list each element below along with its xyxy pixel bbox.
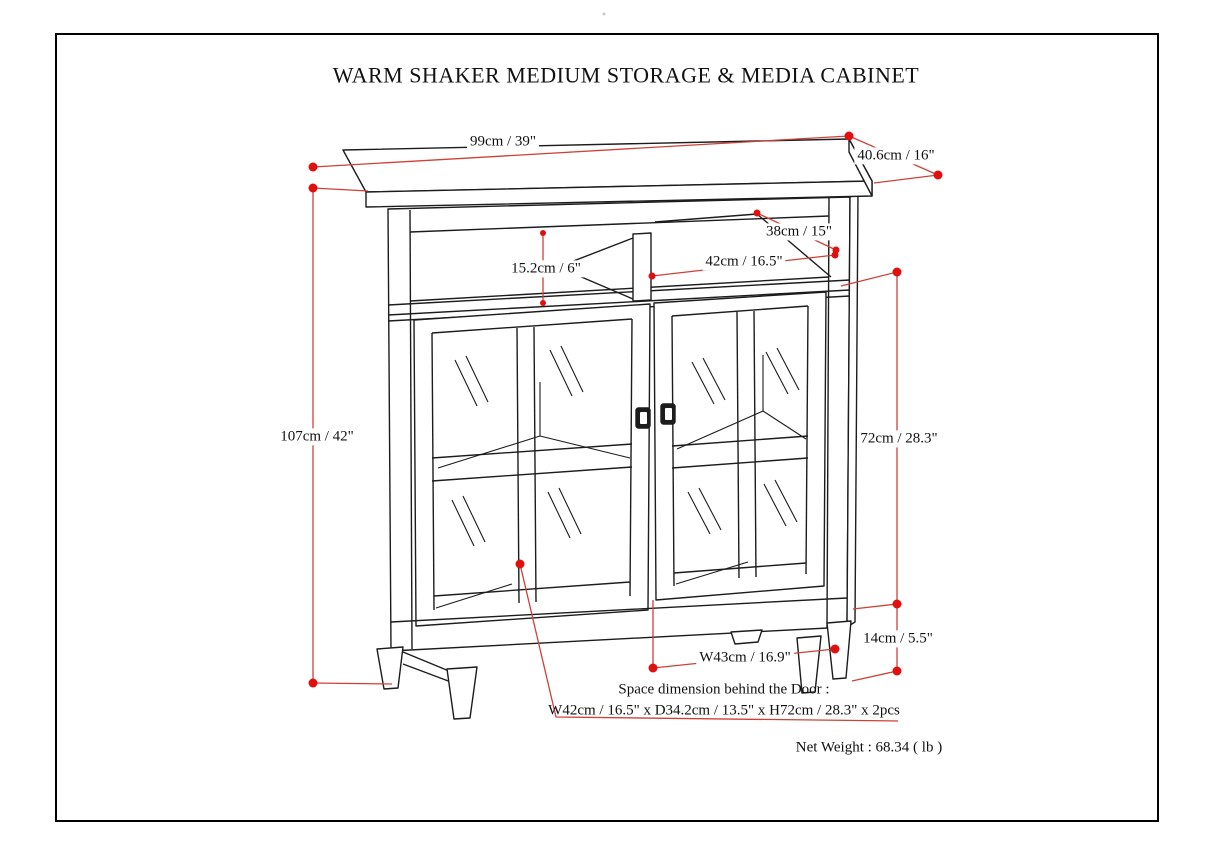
dimension-markers bbox=[308, 131, 943, 688]
page-title: WARM SHAKER MEDIUM STORAGE & MEDIA CABIN… bbox=[332, 62, 920, 88]
dim-shelf-width-label: 42cm / 16.5" bbox=[702, 253, 786, 271]
shelf-divider bbox=[632, 232, 652, 302]
dim-shelf-depth-label: 38cm / 15" bbox=[762, 223, 836, 241]
dim-line-width bbox=[312, 135, 850, 168]
space-dimension-title: Space dimension behind the Door : bbox=[618, 681, 830, 698]
bottom-rail bbox=[390, 597, 848, 623]
shelf-ceiling bbox=[409, 215, 830, 233]
door-handles bbox=[635, 403, 676, 429]
front-left-leg bbox=[376, 646, 404, 690]
shelf-back-edge bbox=[654, 213, 758, 223]
dim-door-section-height-label: 72cm / 28.3" bbox=[857, 430, 941, 448]
shelf-floor bbox=[409, 276, 830, 302]
space-dimension-value: W42cm / 16.5" x D34.2cm / 13.5" x H72cm … bbox=[548, 702, 900, 719]
dim-overall-depth-label: 40.6cm / 16" bbox=[854, 147, 938, 165]
cabinet bbox=[342, 138, 873, 720]
dim-overall-width-label: 99cm / 39" bbox=[466, 133, 540, 151]
net-weight: Net Weight : 68.34 ( lb ) bbox=[795, 739, 943, 756]
right-door bbox=[653, 291, 827, 601]
dim-overall-height-label: 107cm / 42" bbox=[277, 428, 357, 446]
dim-door-width-label: W43cm / 16.9" bbox=[696, 649, 794, 667]
leader-space-note bbox=[519, 563, 899, 722]
cabinet-top bbox=[342, 138, 873, 208]
back-right-leg bbox=[796, 635, 822, 694]
back-left-leg bbox=[446, 666, 478, 720]
left-door bbox=[413, 303, 651, 627]
stray-dot bbox=[602, 12, 606, 16]
dim-shelf-height-label: 15.2cm / 6" bbox=[508, 260, 584, 278]
bottom-notch bbox=[730, 629, 763, 645]
glass-shine-lines bbox=[451, 345, 800, 547]
dim-leg-height-label: 14cm / 5.5" bbox=[860, 630, 936, 648]
diagram-border bbox=[55, 33, 1159, 822]
